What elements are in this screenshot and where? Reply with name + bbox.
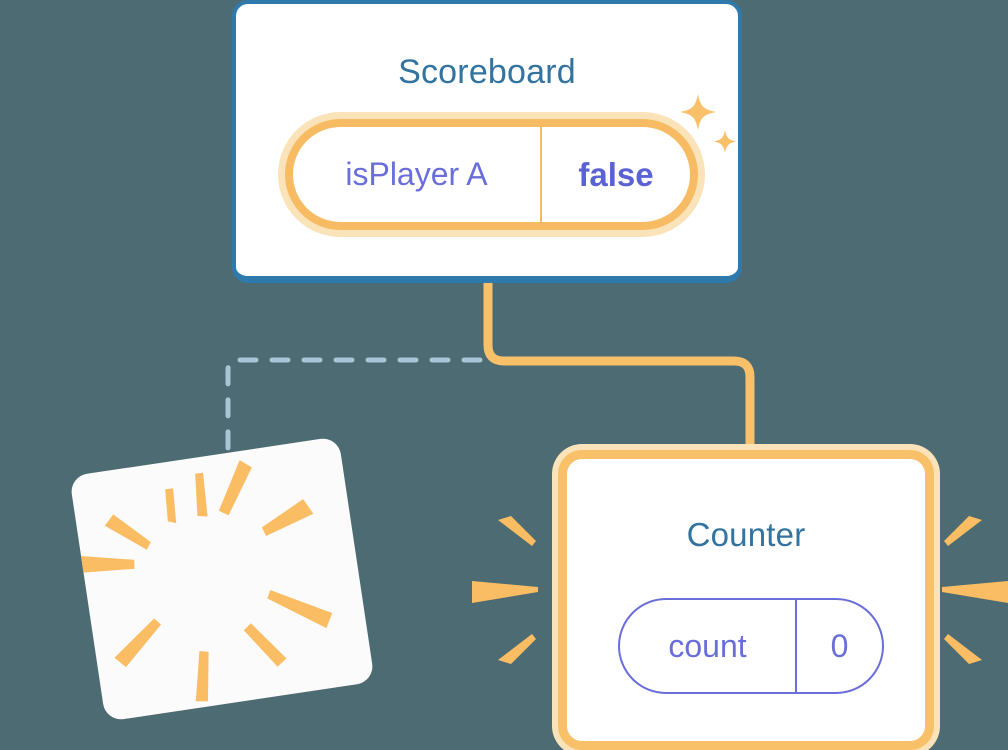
counter-prop-pill-body: count 0: [618, 598, 884, 694]
burst-ray: [472, 581, 538, 603]
burst-ray: [195, 651, 209, 702]
scoreboard-prop-value: false: [578, 155, 654, 193]
burst-ray: [165, 488, 177, 524]
flash-card[interactable]: [69, 436, 375, 722]
burst-ray: [498, 516, 536, 546]
burst-ray: [243, 623, 287, 667]
burst-ray: [944, 634, 982, 664]
burst-ray: [942, 581, 1008, 603]
counter-card[interactable]: Counter count 0: [558, 450, 934, 750]
sparkle-large-icon: [680, 94, 716, 130]
burst-rays-left-icon: [472, 516, 538, 664]
burst-rays-right-icon: [942, 516, 1008, 664]
burst-ray: [261, 499, 314, 537]
counter-title: Counter: [686, 516, 806, 553]
burst-ray: [498, 634, 536, 664]
orange-connector-path: [483, 282, 755, 470]
scoreboard-title: Scoreboard: [398, 53, 576, 91]
counter-prop-key: count: [620, 600, 797, 692]
burst-ray: [267, 590, 333, 629]
radial-burst-icon: [79, 460, 333, 702]
burst-ray: [104, 514, 151, 550]
burst-ray: [218, 460, 252, 516]
scoreboard-prop-key: isPlayer A: [293, 127, 542, 222]
burst-ray: [195, 472, 208, 517]
sparkle-small-icon: [713, 130, 737, 153]
counter-prop-value: 0: [830, 627, 849, 664]
burst-ray: [944, 516, 982, 546]
scoreboard-prop-pill-body: isPlayer A false: [285, 119, 698, 230]
scoreboard-prop-pill[interactable]: isPlayer A false: [285, 119, 698, 230]
burst-ray: [79, 555, 135, 573]
scoreboard-card[interactable]: Scoreboard isPlayer A false: [232, 0, 742, 283]
counter-prop-pill[interactable]: count 0: [618, 598, 884, 694]
burst-ray: [114, 618, 162, 668]
sparkle-group: [680, 94, 737, 153]
